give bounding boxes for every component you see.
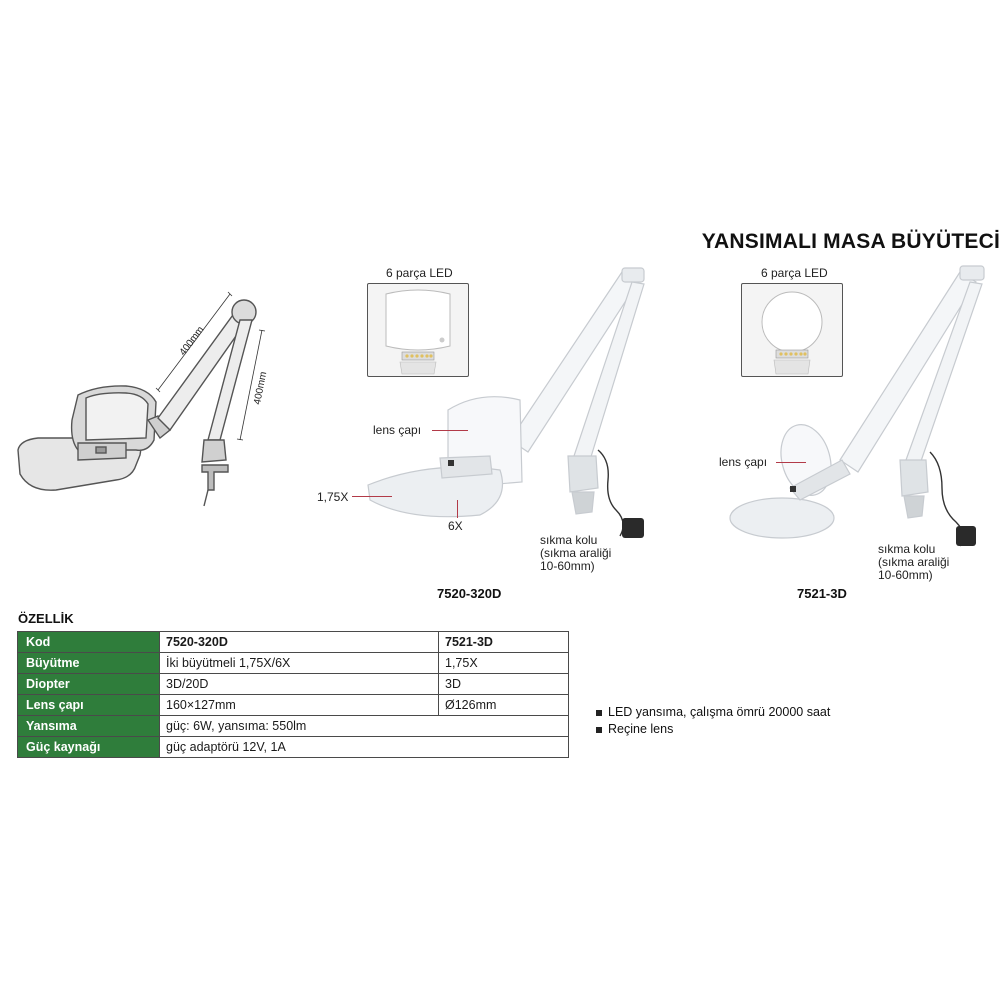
upper-arm-length: 400mm [178,325,207,358]
bullet-square-icon [596,709,602,716]
list-item: Reçine lens [596,721,830,738]
table-row: Yansıma güç: 6W, yansıma: 550lm [17,715,569,737]
spec-value: İki büyütmeli 1,75X/6X [159,652,439,674]
page-title: YANSIMALI MASA BÜYÜTECİ [701,230,1000,253]
led-inset-2 [741,283,843,377]
model-code-7521: 7521-3D [797,586,847,601]
spec-label: Diopter [17,673,160,695]
spec-value: 7520-320D [159,631,439,653]
lens-callout-line-2 [776,462,806,463]
specs-table: Kod 7520-320D 7521-3D Büyütme İki büyütm… [17,631,569,758]
lower-arm-length: 400mm [252,371,269,406]
lamp-image-7521 [729,265,985,547]
model-code-7520: 7520-320D [437,586,502,601]
spec-value: 1,75X [438,652,569,674]
spec-label: Büyütme [17,652,160,674]
spec-value: 3D/20D [159,673,439,695]
spec-value: 7521-3D [438,631,569,653]
table-row: Lens çapı 160×127mm Ø126mm [17,694,569,716]
table-row: Kod 7520-320D 7521-3D [17,631,569,653]
spec-value: güç: 6W, yansıma: 550lm [159,715,569,737]
spec-label: Lens çapı [17,694,160,716]
magnification-large-callout: 1,75X [317,490,349,504]
bullet-square-icon [596,726,602,733]
specs-heading: ÖZELLİK [18,611,74,626]
lens-diameter-callout-2: lens çapı [719,455,768,469]
spec-label: Güç kaynağı [17,736,160,758]
spec-label: Yansıma [17,715,160,737]
spec-label: Kod [17,631,160,653]
led-inset-label-2: 6 parça LED [761,266,828,280]
mag-small-callout-line [457,500,458,518]
led-inset-image-1 [385,289,451,375]
lens-diameter-callout-1: lens çapı [373,423,422,437]
magnification-small-callout: 6X [448,519,463,533]
spec-value: 3D [438,673,569,695]
lamp-image-7520 [367,267,645,538]
table-row: Güç kaynağı güç adaptörü 12V, 1A [17,736,569,758]
led-inset-image-2 [761,291,823,375]
table-row: Diopter 3D/20D 3D [17,673,569,695]
table-row: Büyütme İki büyütmeli 1,75X/6X 1,75X [17,652,569,674]
mag-large-callout-line [352,496,392,497]
spec-value: 160×127mm [159,694,439,716]
lamp-dimension-drawing: 400mm 400mm [17,291,269,507]
lens-callout-line-1 [432,430,468,431]
clamp-note-2: sıkma kolu (sıkma araliği 10-60mm) [878,542,950,582]
led-inset-1 [367,283,469,377]
led-inset-label-1: 6 parça LED [386,266,453,280]
spec-value: güç adaptörü 12V, 1A [159,736,569,758]
feature-list: LED yansıma, çalışma ömrü 20000 saat Reç… [596,704,830,738]
spec-value: Ø126mm [438,694,569,716]
list-item: LED yansıma, çalışma ömrü 20000 saat [596,704,830,721]
clamp-note-1: sıkma kolu (sıkma araliği 10-60mm) [540,533,612,573]
